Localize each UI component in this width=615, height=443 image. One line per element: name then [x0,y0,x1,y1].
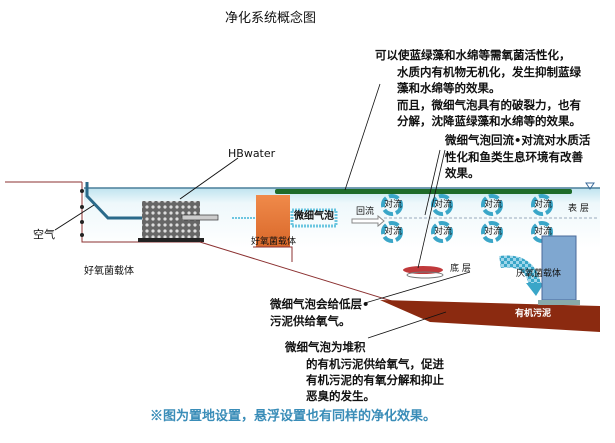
label-aerobic-carrier-block: 好氧菌载体 [251,237,297,247]
note-bottom-1: 微细气泡会给低层• [270,297,370,311]
note-algae-2: 水质内有机物无机化，发生抑制蓝绿 [397,65,581,79]
label-bottom-layer: 底 层 [450,264,471,274]
nozzle [181,214,219,221]
bottom-slope [199,241,396,303]
label-air: 空气 [33,228,55,241]
diagram-title: 净化系统概念图 [225,11,317,26]
label-anaerobic-carrier: 厌氧菌载体 [516,269,562,279]
label-aerobic-carrier-left: 好氧菌载体 [84,266,134,277]
note-algae-1: 可以使蓝绿藻和水绵等需氧菌活性化， [375,48,571,62]
note-convection-2: 性化和鱼类生息环境有改善 [445,150,583,164]
footer-note: ※图为置地设置，悬浮设置也有同样的净化效果。 [150,409,437,424]
label-organic-sludge: 有机污泥 [515,309,552,319]
label-microbubble: 微细气泡 [294,211,334,222]
hbwater-leader [179,157,239,200]
microbubble-cloud [290,208,338,228]
air-pipe [85,182,142,220]
label-backflow: 回流 [356,207,375,217]
label-surface-layer: 表 层 [568,204,589,214]
algae-layer [275,189,572,194]
label-convection: 对流 [484,200,503,210]
label-hbwater: HBwater [228,147,276,160]
note-algae-4: 而且，微细气泡具有的破裂力，也有 [397,98,581,112]
note-convection-3: 效果。 [445,166,480,180]
note-algae-3: 藻和水绵等的效果。 [397,81,501,95]
aerobic-carrier-block [256,195,290,247]
downflow-arrow [499,255,541,287]
note-sludge-1: 微细气泡为堆积 [285,340,366,354]
note-sludge-3: 有机污泥的有氧分解和抑止 [306,373,444,387]
backflow-arrow [351,214,385,228]
label-convection: 对流 [434,227,453,237]
label-convection: 对流 [384,227,403,237]
note-convection-1: 微细气泡回流•对流对水质活 [445,133,591,147]
water-level-icon [585,182,595,190]
label-convection: 对流 [484,227,503,237]
note-sludge-2: 的有机污泥供给氧气，促进 [306,357,444,371]
organic-sludge-layer [380,300,600,332]
air-leader [54,204,95,231]
label-convection: 对流 [534,200,553,210]
label-convection: 对流 [534,227,553,237]
note-sludge-4: 恶臭的发生。 [306,389,375,403]
note-bottom-2: 污泥供给氧气。 [270,314,351,328]
label-convection: 对流 [384,200,403,210]
label-convection: 对流 [434,200,453,210]
anaerobic-carrier-block [541,235,577,301]
note-algae-5: 分解，沈降蓝绿藻和水绵等的效果。 [397,114,581,128]
